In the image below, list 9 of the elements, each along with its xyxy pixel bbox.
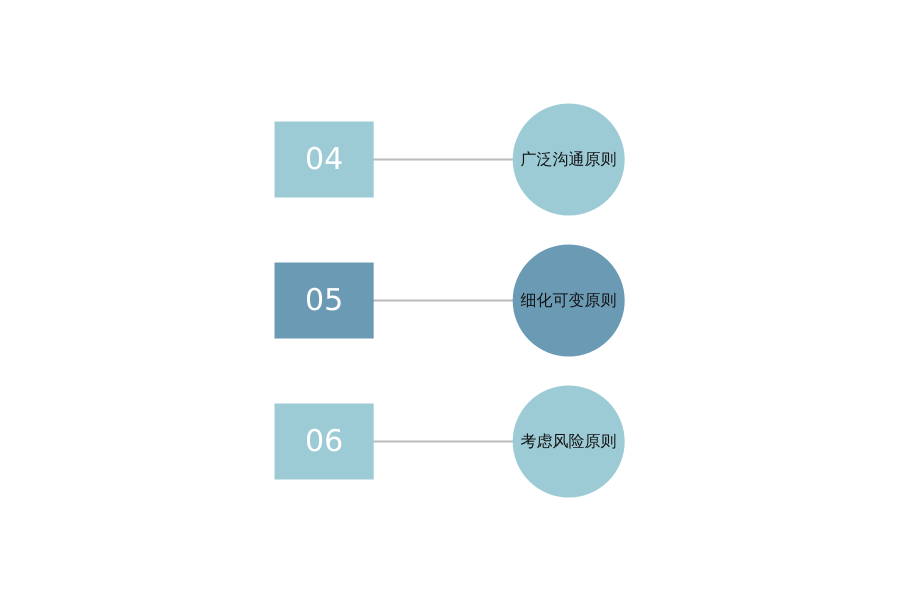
connector	[374, 158, 514, 160]
node-box: 05	[274, 262, 374, 338]
connector	[374, 440, 514, 442]
connector	[374, 299, 514, 301]
node-circle: 细化可变原则	[513, 244, 626, 356]
node-box: 04	[274, 121, 374, 197]
node-box: 06	[274, 403, 374, 479]
node-circle: 广泛沟通原则	[513, 103, 626, 215]
node-circle: 考虑风险原则	[513, 385, 626, 497]
